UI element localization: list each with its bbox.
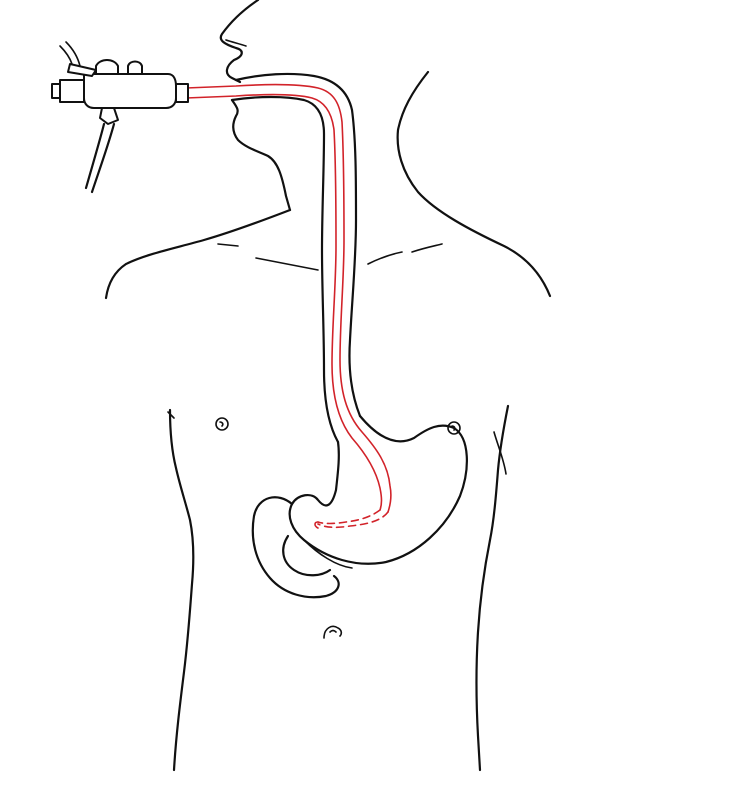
face-profile <box>219 0 292 212</box>
esophagus <box>230 72 362 444</box>
chest <box>217 243 443 271</box>
shoulders <box>104 70 552 300</box>
nipple-left <box>215 417 229 431</box>
stomach <box>288 414 468 569</box>
endoscope-cable <box>59 41 116 194</box>
duodenum <box>251 496 340 599</box>
body-outline <box>167 404 510 772</box>
navel <box>323 625 343 639</box>
endoscope-insertion-tube <box>185 83 392 529</box>
endoscope-handpiece <box>51 59 189 125</box>
